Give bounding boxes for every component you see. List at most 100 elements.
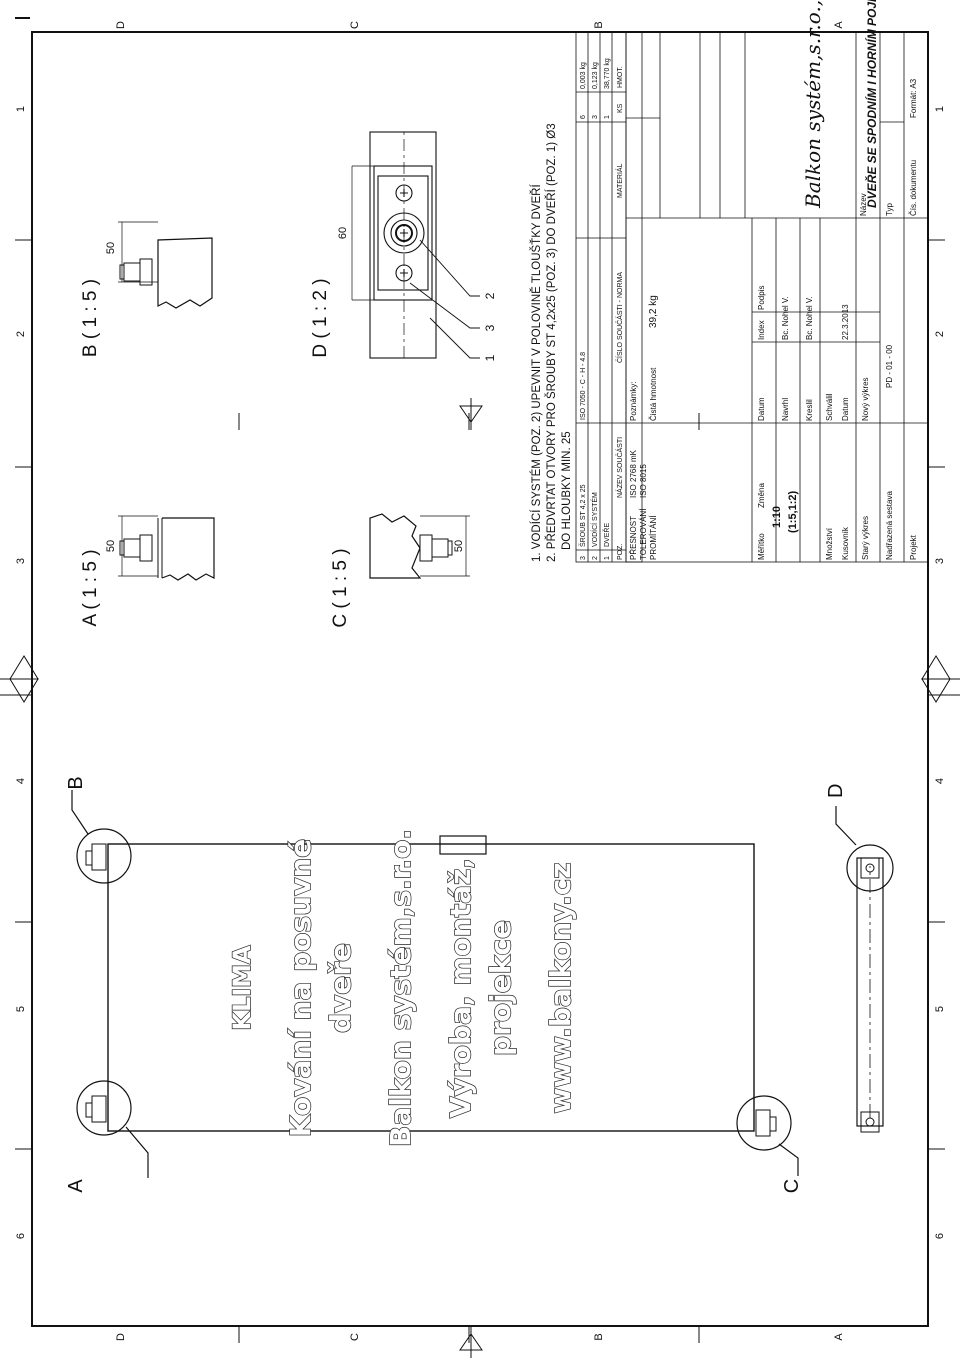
bom-row-pos: 2 [592, 556, 599, 560]
zone-letter-b: B [593, 1333, 605, 1340]
zone-number-4: 4 [15, 778, 27, 784]
detail-c-view: C ( 1 : 5 ) 50 [330, 513, 470, 628]
parts-list: 3 ŠROUB ST 4,2 x 25 ISO 7050 - C - H - 4… [575, 31, 643, 563]
svg-text:www.balkony.cz: www.balkony.cz [544, 862, 577, 1113]
detail-a-dimension: 50 [105, 540, 117, 552]
note-1: 1. VODÍCÍ SYSTÉM (POZ. 2) UPEVNIT V POLO… [530, 184, 543, 562]
zone-number-1: 1 [15, 106, 27, 112]
tb-projekt-label: Projekt [909, 534, 918, 560]
zone-letter-c-right: C [349, 21, 361, 29]
zone-number-1-bottom: 1 [934, 106, 946, 112]
bom-row-pos: 1 [604, 556, 611, 560]
tb-navrhl-value: Bc. Nohel V. [781, 296, 790, 340]
detail-d-title: D ( 1 : 2 ) [310, 278, 331, 357]
drawing-frame [31, 31, 929, 1327]
bom-header-material: MATERIÁL [615, 163, 624, 198]
zone-number-6: 6 [15, 1233, 27, 1239]
tb-meritko-label: Měřítko [757, 533, 766, 560]
tb-zmena-label: Změna [757, 483, 766, 508]
tb-poznamky-label: Poznámky: [629, 381, 638, 421]
detail-a-callout: A [65, 1179, 87, 1193]
tb-drawing-title: DVEŘE SE SPODNÍM I HORNÍM POJEZDEM [864, 0, 879, 208]
tb-meritko-value: 1:10 [771, 506, 783, 528]
bom-header-norm: ČÍSLO SOUČÁSTI - NORMA [615, 272, 624, 363]
bom-row-name: ŠROUB ST 4,2 x 25 [578, 484, 587, 547]
door-handle [439, 835, 487, 855]
bom-row-mass: 0,123 kg [592, 62, 599, 89]
zone-number-5: 5 [15, 1006, 27, 1012]
zone-number-5-bottom: 5 [934, 1006, 946, 1012]
detail-a-view: A ( 1 : 5 ) 50 [80, 515, 215, 627]
title-block: PŘESNOST ISO 2768 mK TOLEROVÁNÍ ISO 8015… [625, 0, 929, 563]
detail-b-circle [76, 828, 132, 884]
detail-c-dimension: 50 [453, 540, 465, 552]
balloon-2: 2 [483, 292, 497, 299]
tb-navrhl-label: Navrhl [781, 398, 790, 421]
bom-row-pos: 3 [580, 556, 587, 560]
tb-document-number: PD - 01 - 00 [885, 344, 894, 388]
note-2-continued: DO HLOUBKY MIN. 25 [561, 431, 573, 550]
detail-a-circle [76, 1080, 132, 1136]
tb-datum-label: Datum [757, 397, 766, 421]
zone-letter-c: C [349, 1333, 361, 1341]
door-front-view: A B C KLIMA Kování na posuvné dveře Balk… [65, 776, 803, 1193]
tb-podpis-label: Podpis [757, 286, 766, 310]
tb-stary-label: Starý výkres [861, 516, 870, 560]
tb-tolerovani-label: TOLEROVÁNÍ [639, 508, 648, 560]
zone-letter-a: A [833, 1333, 845, 1341]
zone-number-3-bottom: 3 [934, 558, 946, 564]
tb-kreslil-value: Bc. Nohel V. [805, 296, 814, 340]
zone-number-6-bottom: 6 [934, 1233, 946, 1239]
tb-company-name: Balkon systém,s.r.o., Karel Hart [801, 0, 825, 209]
svg-text:projekce: projekce [484, 920, 517, 1056]
tb-presnost-label: PŘESNOST [629, 516, 638, 560]
svg-text:Balkon systém,s.r.o.: Balkon systém,s.r.o. [384, 829, 417, 1147]
detail-d-dimension: 60 [337, 227, 349, 239]
zone-letter-d-right: D [115, 21, 127, 29]
detail-b-title: B ( 1 : 5 ) [80, 279, 101, 357]
detail-d-circle [846, 844, 894, 892]
svg-text:Výroba, montáž,: Výroba, montáž, [444, 858, 477, 1118]
svg-text:Kování na posuvné: Kování na posuvné [284, 839, 317, 1138]
tb-promitani-label: PROMÍTÁNÍ [649, 515, 658, 560]
general-notes: 1. VODÍCÍ SYSTÉM (POZ. 2) UPEVNIT V POLO… [530, 123, 573, 562]
tb-hmotnost-label: Čistá hmotnost [649, 367, 658, 421]
zone-number-2: 2 [15, 331, 27, 337]
detail-b-callout: B [65, 776, 87, 789]
tb-nazev-label: Název [859, 193, 868, 216]
bom-row-mass: 38,770 kg [604, 58, 611, 89]
balloon-1: 1 [483, 354, 497, 361]
bom-row-name: VODÍCÍ SYSTÉM [590, 492, 599, 547]
tb-format-value: Formát: A3 [909, 78, 918, 118]
tb-kusovnik-label: Kusovník [841, 526, 850, 560]
detail-c-circle [736, 1095, 792, 1151]
detail-d-callout: D [825, 784, 847, 798]
bom-header-qty: KS [617, 103, 624, 113]
zone-number-4-bottom: 4 [934, 778, 946, 784]
tb-kreslil-label: Kreslil [805, 399, 814, 421]
door-section-view [835, 806, 894, 1133]
zone-letter-a-right: A [833, 21, 845, 29]
bom-row-mass: 0,003 kg [580, 62, 587, 89]
detail-c-callout: C [781, 1179, 803, 1193]
door-outline [107, 843, 755, 1132]
zone-letter-d: D [115, 1333, 127, 1341]
detail-c-title: C ( 1 : 5 ) [330, 548, 351, 627]
zone-letter-b-right: B [593, 21, 605, 28]
bom-row-qty: 3 [592, 115, 599, 119]
tb-novy-label: Nový výkres [861, 377, 870, 421]
note-2: 2. PŘEDVRTAT OTVORY PRO ŠROUBY ST 4,2x25… [545, 123, 558, 562]
svg-text:dveře: dveře [324, 943, 357, 1033]
bom-header-mass: HMOT. [617, 66, 624, 88]
bom-row-norm: ISO 7050 - C - H - 4.8 [580, 352, 587, 420]
tb-typ-label: Typ [885, 203, 894, 216]
tb-index-label: Index [757, 320, 766, 340]
bom-row-name: DVEŘE [602, 523, 611, 547]
bom-row-qty: 6 [580, 115, 587, 119]
tb-meritko-secondary: (1:5,1:2) [787, 490, 799, 533]
tb-mnozstvi-label: Množství [825, 527, 834, 560]
tb-nadrazena-label: Nadřazená sestava [885, 491, 894, 560]
tb-cis-label: Čís. dokumentu [909, 160, 918, 216]
